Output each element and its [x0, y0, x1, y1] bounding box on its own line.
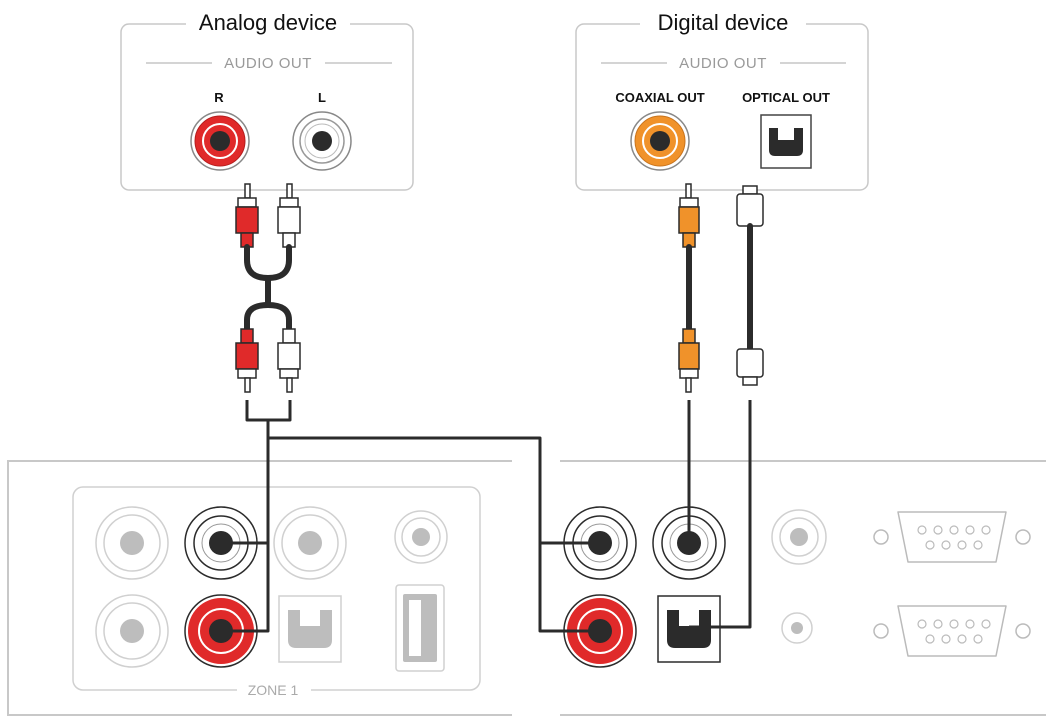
rca-plug-red-top: [235, 183, 259, 248]
receiver-optical-in-jack: [657, 595, 721, 663]
receiver-rca-inactive: [771, 509, 827, 565]
coaxial-out-label: COAXIAL OUT: [615, 90, 704, 105]
wire-analog-to-zone1-r: [221, 420, 270, 633]
zone1-rca-inactive-3: [95, 594, 169, 668]
zone1-rca-inactive-2: [273, 506, 347, 580]
receiver-right-panel: [560, 460, 1046, 716]
analog-out-r-jack: [190, 111, 250, 171]
wire-analog-to-receiver-r: [268, 436, 600, 633]
analog-device-title: Analog device: [199, 10, 337, 35]
wire-optical-to-receiver: [689, 400, 752, 629]
coaxial-out-jack: [630, 111, 690, 171]
optical-cable: [736, 185, 764, 386]
zone1-optical-jack-inactive: [278, 595, 342, 663]
coaxial-cable: [678, 183, 700, 393]
zone1-small-jack: [394, 510, 448, 564]
port-r-label: R: [214, 90, 224, 105]
connection-wires: [221, 400, 752, 633]
analog-device-panel: Analog device AUDIO OUT R L: [120, 8, 414, 191]
digital-audio-out-label: AUDIO OUT: [679, 55, 767, 72]
receiver-left-panel: ZONE 1: [7, 460, 512, 716]
rca-plug-red-bottom: [235, 328, 259, 393]
zone1-rca-inactive-1: [95, 506, 169, 580]
port-l-label: L: [318, 90, 326, 105]
digital-device-panel: Digital device AUDIO OUT COAXIAL OUT OPT…: [575, 8, 869, 191]
analog-rca-cable: [235, 183, 301, 422]
analog-out-l-jack: [292, 111, 352, 171]
serial-port-bottom: [873, 605, 1031, 657]
digital-device-title: Digital device: [658, 10, 789, 35]
receiver-small-jack-inactive: [781, 612, 813, 644]
rca-plug-white-bottom: [277, 328, 301, 393]
serial-port-top: [873, 511, 1031, 563]
zone-1-label: ZONE 1: [248, 682, 299, 698]
analog-audio-out-label: AUDIO OUT: [224, 55, 312, 72]
rca-plug-white-top: [277, 183, 301, 248]
optical-out-jack: [760, 114, 812, 169]
optical-out-label: OPTICAL OUT: [742, 90, 830, 105]
zone1-usb-port: [395, 584, 445, 672]
